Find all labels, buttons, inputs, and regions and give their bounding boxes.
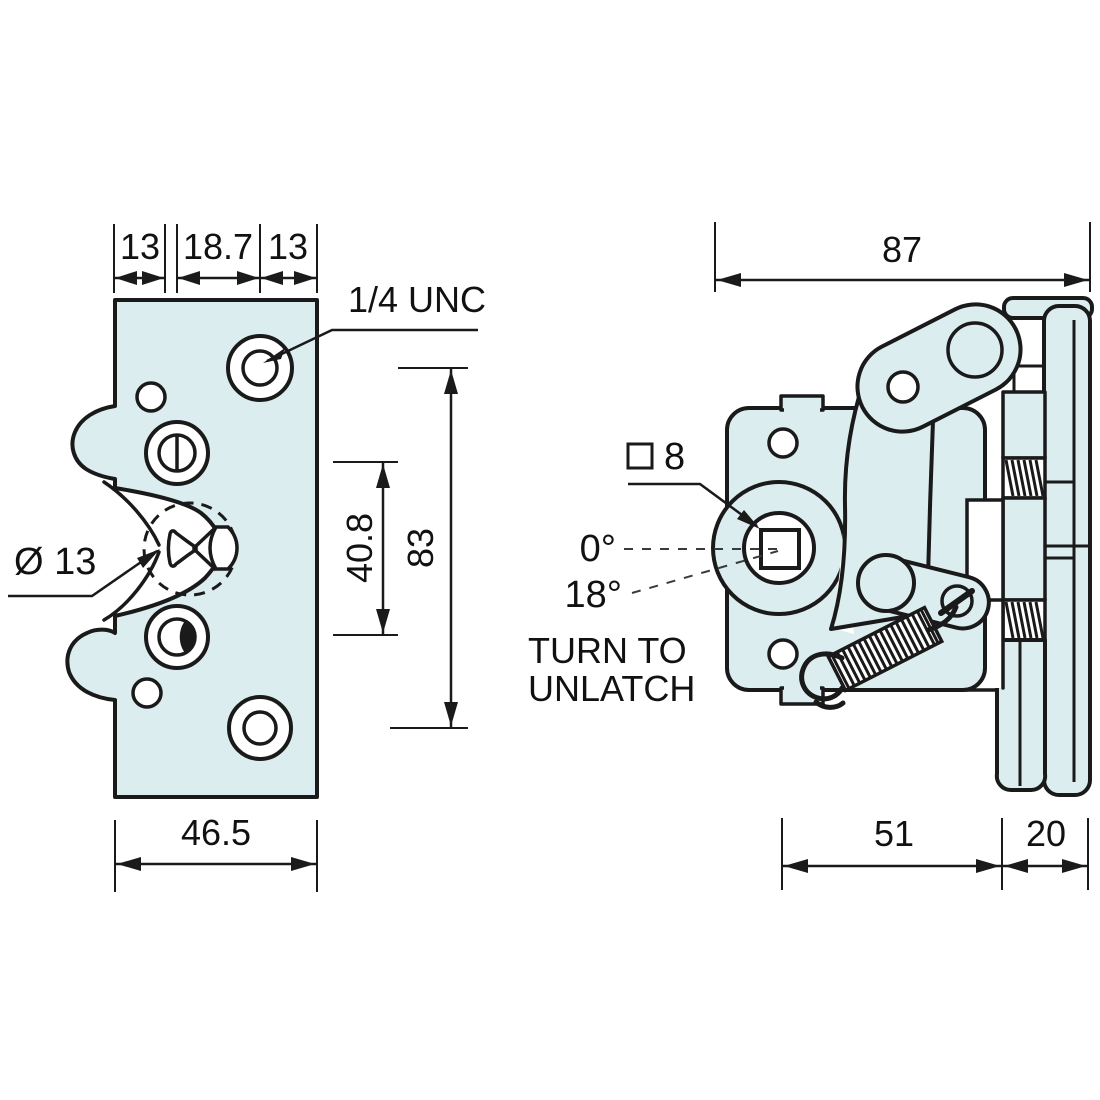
rivet-lower-crescent [179,621,195,653]
stud-block-middle [1001,496,1047,602]
dim-heights: 40.8 83 [333,367,468,729]
dim-side-width: 87 [714,222,1091,292]
spring-hook-anchor [813,699,846,710]
side-view: 8 0° 18° TURN TO UNLATCH 87 51 20 [528,222,1094,890]
action-label-line1: TURN TO [528,630,687,671]
dim-outer-height: 83 [400,528,441,568]
dim-base-text: 51 [874,813,914,854]
action-label-line2: UNLATCH [528,668,695,709]
dim-side-width-text: 87 [882,229,922,270]
release-arm [855,302,1023,434]
square-size-label: 8 [664,436,685,478]
striker-pin-cap [208,525,239,571]
square-drive-hole [759,528,801,570]
dim-side-bottom: 51 20 [781,813,1089,890]
release-arm-pivot-hole [886,370,920,404]
dim-front-width-text: 46.5 [181,812,251,853]
link-pin-slot [938,588,975,616]
angle-open-label: 18° [565,574,622,616]
dim-flange-text: 20 [1026,813,1066,854]
compression-spring-lower [1001,598,1047,642]
dim-top-chain: 13 18.7 13 [113,224,318,293]
small-hole-top [135,381,167,413]
callout-thread: 1/4 UNC [263,279,486,363]
square-symbol [626,442,654,470]
release-arm-bushing [946,321,1004,379]
front-view: 13 18.7 13 40.8 83 46.5 1/4 UNC [8,224,486,892]
mounting-plate-step [1044,544,1090,560]
callout-striker-dia: Ø 13 [8,541,160,598]
thread-label: 1/4 UNC [348,279,486,320]
angle-closed-label: 0° [580,528,616,570]
dim-top-right: 13 [268,226,308,267]
spring-hook-left [799,651,845,702]
jaw-edge-lower [102,550,161,622]
spring-hook-right [925,604,959,633]
mounting-plate [1042,304,1092,797]
striker-dia-label: Ø 13 [14,541,96,583]
dim-top-left: 13 [120,226,160,267]
dim-front-width: 46.5 [114,812,318,892]
dim-inner-height: 40.8 [339,513,380,583]
body-hole-top [767,427,799,459]
mount-hole-unc-inner [241,349,279,387]
jaw-edge-upper [102,480,161,547]
extension-spring [799,604,959,710]
compression-spring-upper [1001,456,1047,500]
striker-pin-left [166,529,196,568]
body-hole-bottom [767,638,799,670]
dim-top-mid: 18.7 [183,226,253,267]
stud-block-upper [1001,390,1047,460]
leader-angle-open [631,550,779,594]
mount-hole-bottom-inner [242,710,278,746]
small-hole-bottom [131,677,163,709]
callout-square-drive: 8 [626,436,760,529]
link-pad [856,553,916,613]
